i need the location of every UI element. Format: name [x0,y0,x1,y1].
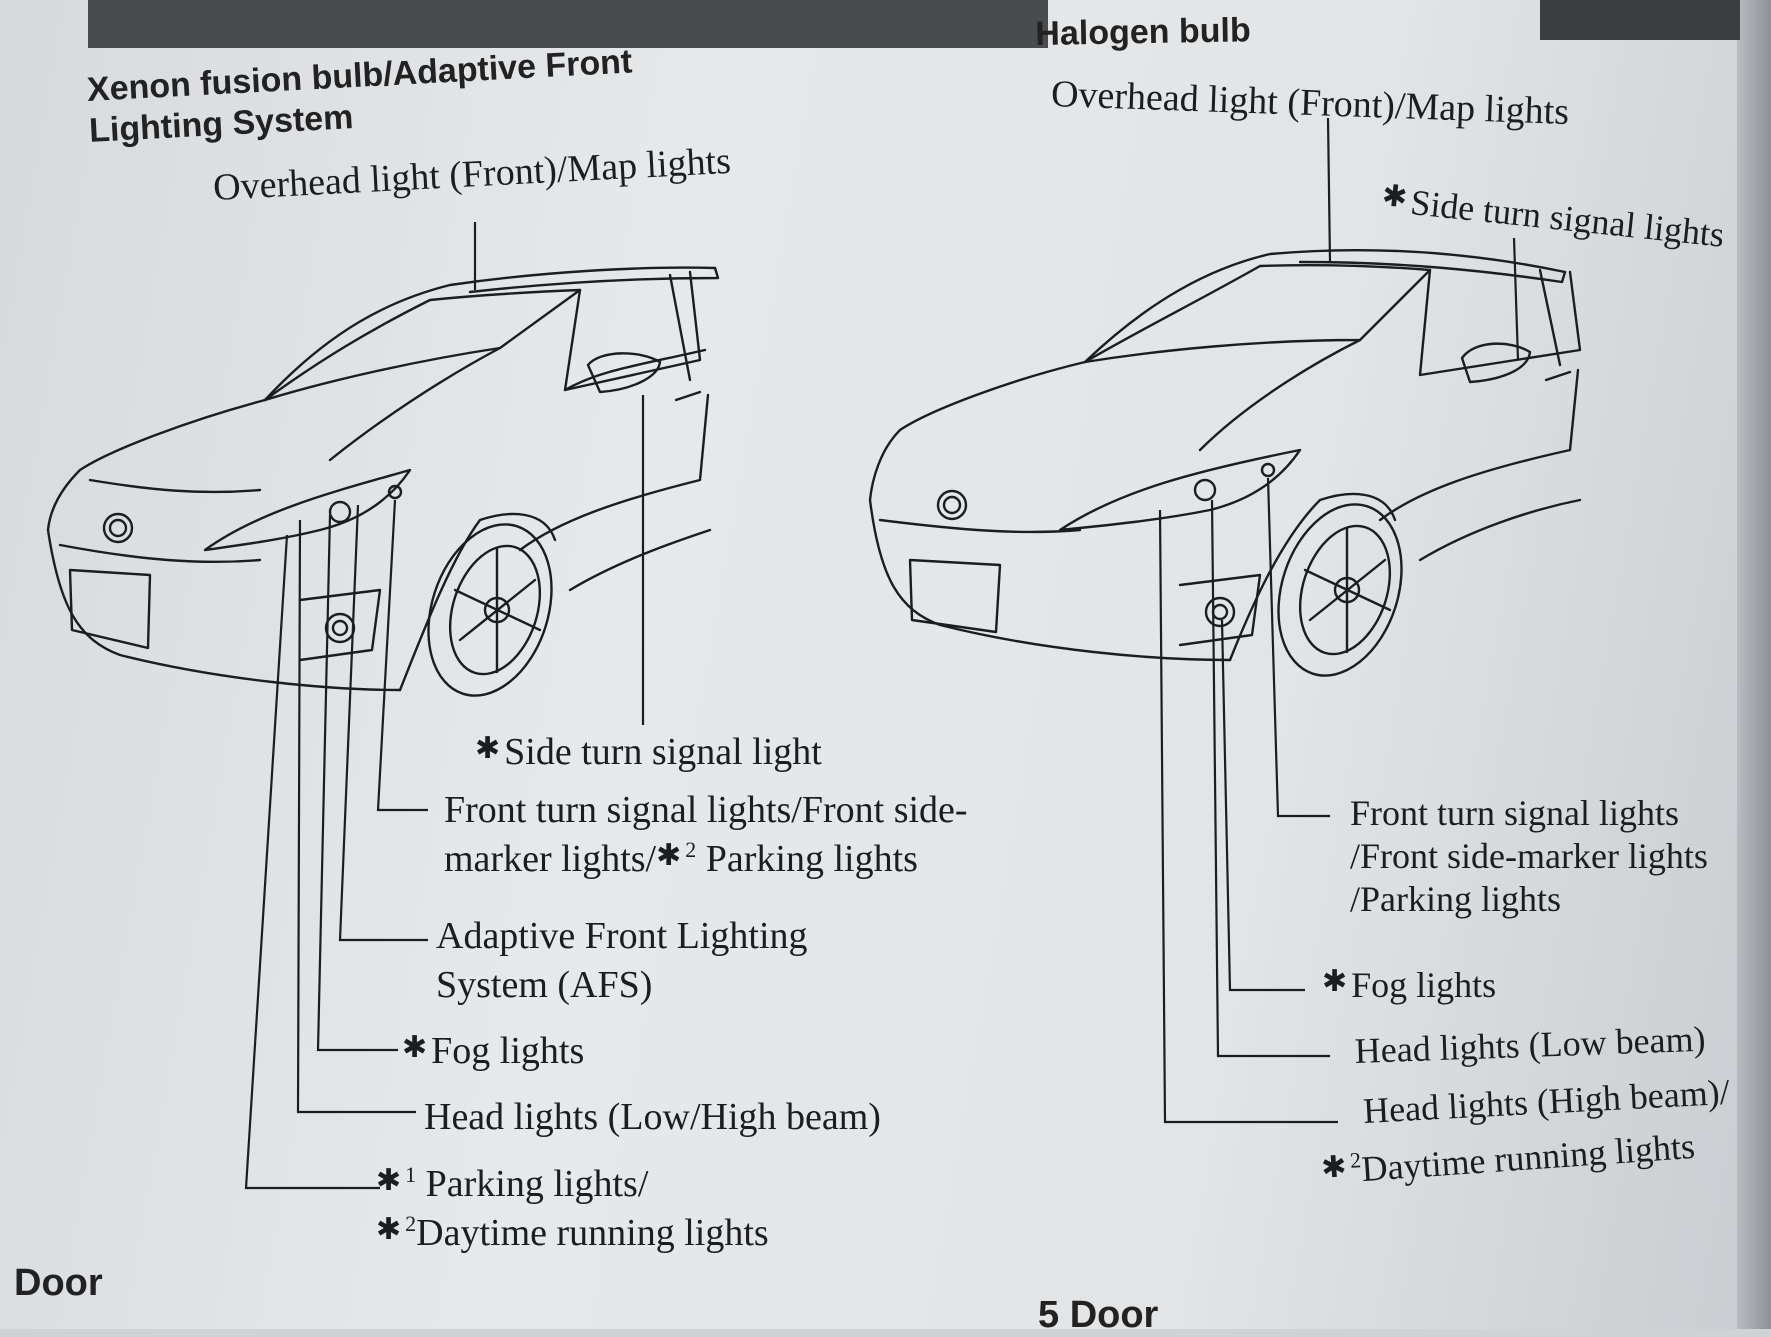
right-front-turn-line2: /Front side-marker lights [1350,836,1708,877]
asterisk-mark: ✱ [1320,1150,1348,1185]
header-bar-right [1540,0,1740,40]
right-label-fog-lights: ✱Fog lights [1322,965,1497,1005]
right-car-illustration [868,249,1582,677]
footnote-2: 2 [405,1211,417,1237]
left-side-turn-text: Side turn signal light [504,731,822,773]
asterisk-mark: ✱ [656,839,682,873]
right-label-front-turn-signal: Front turn signal lights /Front side-mar… [1350,792,1708,922]
left-label-parking-drl: ✱1 Parking lights/ ✱2Daytime running lig… [376,1162,769,1255]
header-bar [88,0,1048,48]
asterisk-mark: ✱ [1322,965,1348,998]
right-front-turn-line1: Front turn signal lights [1350,793,1680,833]
page-edge [1737,0,1771,1329]
footnote-1: 1 [405,1162,417,1187]
asterisk-mark: ✱ [1380,178,1409,215]
asterisk-mark: ✱ [376,1164,402,1197]
left-label-fog-lights: ✱Fog lights [402,1030,585,1072]
right-footer-5-door: 5 Door [1038,1294,1159,1336]
leader-lines [244,117,1520,1190]
left-label-afs: Adaptive Front Lighting System (AFS) [436,912,808,1011]
left-label-side-turn-signal: ✱Side turn signal light [475,728,822,777]
asterisk-mark: ✱ [402,1031,428,1064]
asterisk-mark: ✱ [376,1213,402,1247]
left-footer-door: Door [14,1262,103,1304]
footnote-2: 2 [685,837,697,863]
left-label-front-turn-signal: Front turn signal lights/Front side- mar… [444,786,968,885]
left-front-turn-line2: marker lights/✱2 Parking lights [444,837,918,881]
right-front-turn-line3: /Parking lights [1350,879,1562,920]
left-afs-line1: Adaptive Front Lighting [436,915,808,957]
left-label-head-lights: Head lights (Low/High beam) [424,1096,881,1138]
left-car-illustration [46,266,720,697]
left-afs-line2: System (AFS) [436,964,653,1007]
left-front-turn-line1: Front turn signal lights/Front side- [444,789,968,831]
asterisk-mark: ✱ [475,732,501,765]
